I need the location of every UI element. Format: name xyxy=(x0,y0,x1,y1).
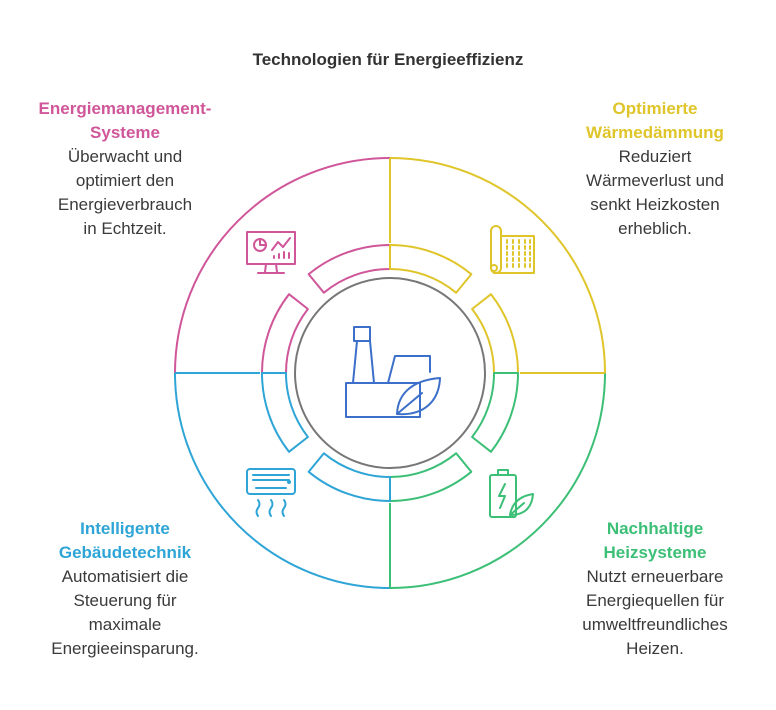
section-heizsysteme: Nachhaltige Heizsysteme Nutzt erneuerbar… xyxy=(550,517,760,661)
heading-line: Systeme xyxy=(90,123,160,142)
monitor-chart-icon xyxy=(246,231,296,274)
eco-battery-icon xyxy=(489,469,534,518)
description-line: maximale xyxy=(88,615,162,634)
description-line: Überwacht und xyxy=(67,147,183,166)
heading-line: Nachhaltige xyxy=(606,519,704,538)
heading-line: Heizsysteme xyxy=(603,543,707,562)
section-description: Überwacht und optimiert den Energieverbr… xyxy=(20,145,230,241)
ring-segment-yellow-top xyxy=(389,244,473,294)
insulation-roll-icon xyxy=(490,225,535,274)
section-description: Nutzt erneuerbare Energiequellen für umw… xyxy=(550,565,760,661)
outer-arc-top-left xyxy=(174,157,391,374)
description-line: Automatisiert die xyxy=(61,567,189,586)
outer-arc-bottom-right xyxy=(389,372,606,589)
heading-line: Wärmedämmung xyxy=(586,123,724,142)
section-waermedaemmung: Optimierte Wärmedämmung Reduziert Wärmev… xyxy=(550,97,760,241)
heading-line: Intelligente xyxy=(80,519,170,538)
heading-line: Gebäudetechnik xyxy=(58,543,192,562)
ring-segment-blue-bottom xyxy=(307,452,391,502)
description-line: senkt Heizkosten xyxy=(590,195,720,214)
description-line: Energieeinsparung. xyxy=(51,639,199,658)
factory-leaf-icon xyxy=(345,326,441,418)
outer-arc-bottom-left xyxy=(174,372,391,589)
description-line: Steuerung für xyxy=(73,591,177,610)
ring-segment-green-right xyxy=(471,372,520,453)
section-heading: Optimierte Wärmedämmung xyxy=(550,97,760,145)
air-conditioner-icon xyxy=(246,468,296,517)
outer-arc-top-right xyxy=(389,157,606,374)
description-line: Nutzt erneuerbare xyxy=(586,567,724,586)
section-heading: Intelligente Gebäudetechnik xyxy=(20,517,230,565)
description-line: optimiert den xyxy=(75,171,175,190)
section-description: Reduziert Wärmeverlust und senkt Heizkos… xyxy=(550,145,760,241)
description-line: Heizen. xyxy=(626,639,684,658)
description-line: Reduziert xyxy=(618,147,692,166)
description-line: umweltfreundliches xyxy=(582,615,728,634)
section-heading: Energiemanagement- Systeme xyxy=(20,97,230,145)
ring-segment-pink-left xyxy=(260,293,309,374)
description-line: Wärmeverlust und xyxy=(586,171,724,190)
description-line: Energiequellen für xyxy=(586,591,724,610)
section-heading: Nachhaltige Heizsysteme xyxy=(550,517,760,565)
description-line: in Echtzeit. xyxy=(83,219,167,238)
section-energiemanagement: Energiemanagement- Systeme Überwacht und… xyxy=(20,97,230,241)
section-gebaeudetechnik: Intelligente Gebäudetechnik Automatisier… xyxy=(20,517,230,661)
ring-segment-blue-left xyxy=(260,372,309,453)
heading-line: Energiemanagement- xyxy=(38,99,212,118)
description-line: Energieverbrauch xyxy=(57,195,193,214)
section-description: Automatisiert die Steuerung für maximale… xyxy=(20,565,230,661)
heading-line: Optimierte xyxy=(612,99,698,118)
description-line: erheblich. xyxy=(618,219,692,238)
diagram-title: Technologien für Energieeffizienz xyxy=(252,50,524,69)
